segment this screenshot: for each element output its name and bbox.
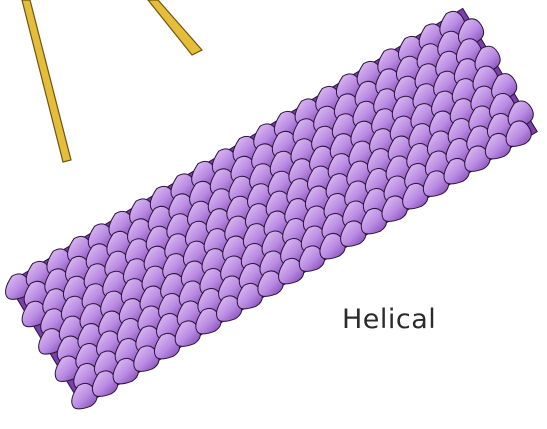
tail-fiber-1 [22,0,71,162]
helical-label: Helical [342,304,436,335]
helical-capsid-body [6,8,538,409]
tail-fiber-2 [148,0,202,55]
tail-fibers [22,0,202,162]
